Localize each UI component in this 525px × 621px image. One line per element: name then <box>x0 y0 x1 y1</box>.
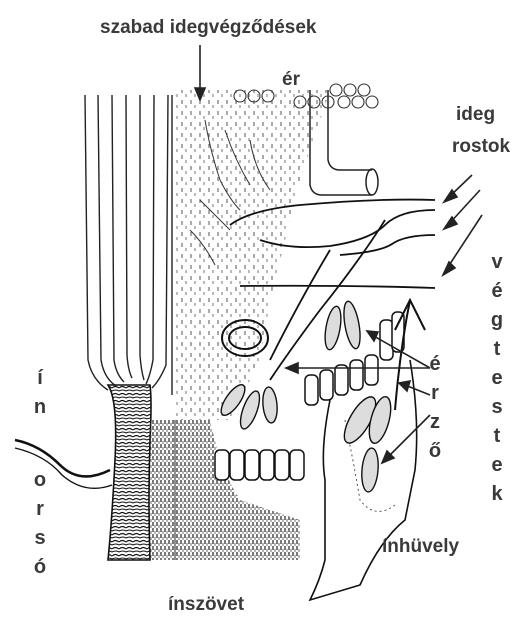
letter: z <box>424 408 446 437</box>
letter: e <box>486 451 508 480</box>
letter: k <box>486 480 508 509</box>
letter: é <box>486 277 508 306</box>
letter: ó <box>29 553 51 582</box>
letter: t <box>486 422 508 451</box>
tendon-spindle <box>108 385 151 560</box>
letter: s <box>29 524 51 553</box>
vertical-label-end-bodies: v é g t e s t e k <box>486 248 508 509</box>
letter: t <box>486 335 508 364</box>
vertical-label-sensory: é r z ő <box>424 350 446 466</box>
label-nerve: ideg <box>456 105 495 124</box>
connective-tissue <box>175 90 330 420</box>
label-vessel: ér <box>282 70 300 89</box>
letter: ő <box>424 437 446 466</box>
label-free-nerve-endings: szabad idegvégződések <box>100 18 316 37</box>
label-tendon-tissue: ínszövet <box>168 595 244 614</box>
letter: s <box>486 393 508 422</box>
tendon-tissue-hatching <box>150 420 300 560</box>
letter: o <box>29 466 51 495</box>
vertical-label-tendon: í n <box>29 364 51 422</box>
letter: n <box>29 393 51 422</box>
label-fibers: rostok <box>452 137 510 156</box>
tendon-fibers <box>85 95 172 395</box>
letter: í <box>29 364 51 393</box>
letter: v <box>486 248 508 277</box>
letter: é <box>424 350 446 379</box>
letter: r <box>29 495 51 524</box>
label-tendon-sheath: ínhüvely <box>382 537 459 556</box>
letter: r <box>424 379 446 408</box>
vertical-label-spindle: o r s ó <box>29 466 51 582</box>
letter: e <box>486 364 508 393</box>
letter: g <box>486 306 508 335</box>
